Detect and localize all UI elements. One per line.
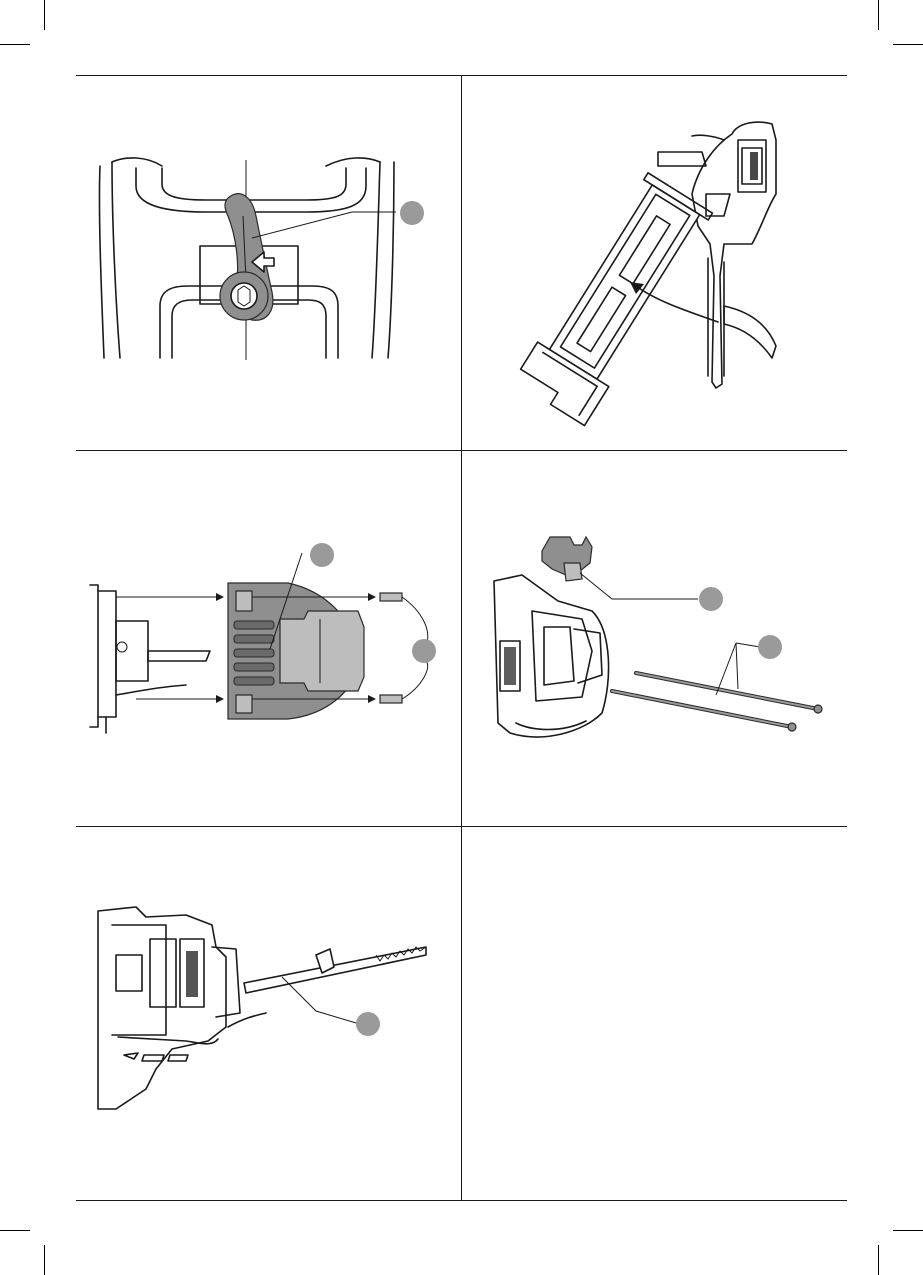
crop-mark [878, 1245, 879, 1275]
figure-pusher-illustration [76, 827, 461, 1200]
callout-marker [310, 543, 334, 567]
figure-lever-illustration [76, 76, 461, 450]
callout-marker [356, 1012, 380, 1036]
crop-mark [878, 0, 879, 30]
crop-mark [893, 44, 923, 45]
figure-empty [462, 827, 847, 1200]
figure-cover-illustration [76, 451, 461, 826]
crop-mark [893, 1230, 923, 1231]
crop-mark [0, 1230, 30, 1231]
crop-mark [44, 1245, 45, 1275]
crop-mark [0, 44, 30, 45]
callout-marker [412, 639, 436, 663]
figure-magazine-rotate [462, 76, 847, 450]
figure-side-pusher [76, 827, 461, 1200]
crop-mark [44, 0, 45, 30]
figure-latch-illustration [462, 451, 847, 826]
figure-lever [76, 76, 461, 450]
callout-marker [699, 587, 723, 611]
figure-cover-screws [76, 451, 461, 826]
callout-marker [400, 201, 424, 225]
callout-marker [758, 635, 782, 659]
figure-magazine-illustration [462, 76, 847, 450]
figure-latch-rods [462, 451, 847, 826]
